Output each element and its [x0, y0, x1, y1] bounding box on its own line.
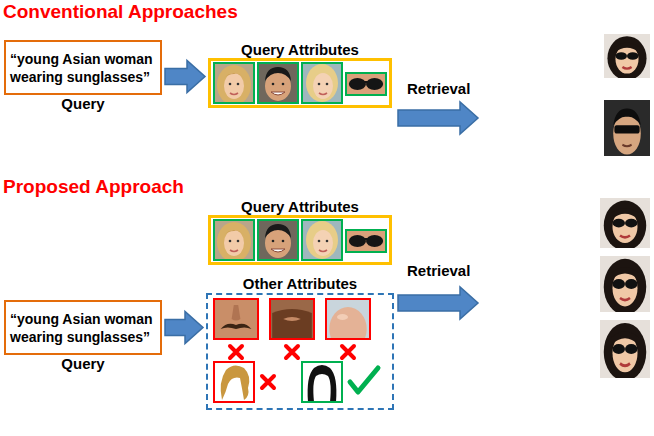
result-face — [604, 34, 650, 80]
reject-marks — [230, 346, 354, 388]
arrow-caption: Retrieval — [407, 80, 470, 98]
face-thumbnail — [214, 220, 254, 262]
accept-check — [350, 368, 378, 392]
result-face — [600, 198, 650, 251]
result-face — [600, 320, 650, 381]
arrow-caption: Retrieval — [407, 262, 470, 280]
mustache-thumbnail — [214, 299, 258, 339]
block-arrow — [165, 312, 203, 344]
face-thumbnail — [258, 63, 298, 103]
face-thumbnail — [214, 63, 254, 105]
black-hair-thumbnail — [302, 362, 342, 402]
block-arrow — [165, 61, 205, 93]
beard-thumbnail — [270, 299, 314, 339]
query-attribute-thumbnails — [214, 220, 386, 262]
query-text: “young Asian woman wearing sunglasses” — [10, 310, 156, 346]
attribute-group-box: Query Attributes — [208, 215, 392, 265]
sunglasses-thumbnail — [346, 73, 386, 95]
retrieval-arrow — [398, 102, 478, 134]
face-thumbnail — [302, 63, 342, 103]
result-face — [600, 256, 650, 315]
group-heading: Query Attributes — [181, 41, 419, 59]
result-face — [604, 100, 650, 156]
group-heading: Other Attributes — [178, 275, 422, 293]
bald-thumbnail — [326, 299, 370, 351]
retrieval-arrow — [398, 287, 478, 319]
query-box: “young Asian woman wearing sunglasses”Qu… — [4, 300, 162, 355]
other-attribute-thumbnails — [214, 299, 370, 402]
blond-hair-thumbnail — [214, 362, 254, 402]
sunglasses-thumbnail — [346, 230, 386, 252]
query-text: “young Asian woman wearing sunglasses” — [10, 50, 156, 86]
attribute-group-box: Other Attributes — [206, 293, 394, 410]
query-caption: Query — [0, 95, 190, 113]
attribute-group-box: Query Attributes — [208, 58, 392, 108]
query-attribute-thumbnails — [214, 63, 386, 105]
face-thumbnail — [302, 220, 342, 260]
query-box: “young Asian woman wearing sunglasses”Qu… — [4, 40, 162, 95]
group-heading: Query Attributes — [181, 198, 419, 216]
section-heading: Proposed Approach — [3, 176, 184, 198]
retrieved-faces — [600, 34, 650, 381]
face-thumbnail — [258, 220, 298, 260]
query-caption: Query — [0, 355, 190, 373]
section-heading: Conventional Approaches — [3, 1, 238, 23]
